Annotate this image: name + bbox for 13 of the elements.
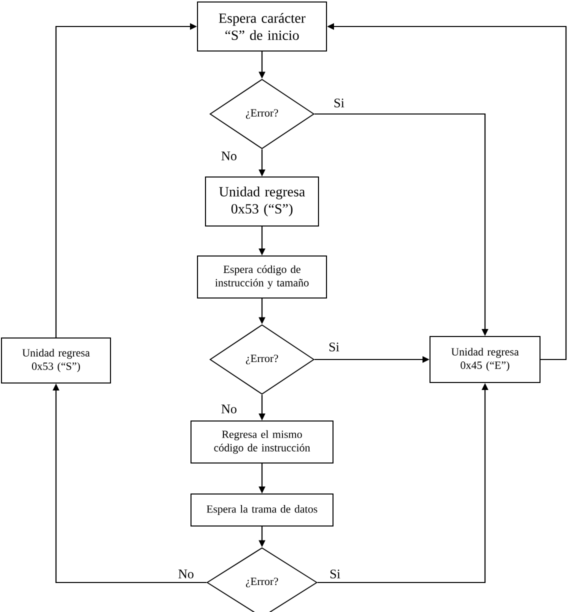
edge-label: No [220, 150, 238, 162]
edge-label: Si [332, 98, 346, 108]
process-box: Espera carácter “S” de inicio [197, 2, 327, 52]
process-box: Unidad regresa 0x53 (“S”) [205, 176, 319, 226]
edge-label: No [220, 404, 238, 414]
process-box: Unidad regresa 0x45 (“E”) [430, 336, 540, 383]
edge-label: Si [328, 568, 342, 580]
edge-label: Si [328, 342, 340, 352]
edge-label: No [177, 568, 195, 580]
process-box: Unidad regresa 0x53 (“S”) [1, 338, 111, 384]
process-box: Espera código de instrucción y tamaño [197, 256, 327, 298]
process-box: Regresa el mismo código de instrucción [190, 420, 334, 464]
process-box: Espera la trama de datos [190, 494, 334, 526]
